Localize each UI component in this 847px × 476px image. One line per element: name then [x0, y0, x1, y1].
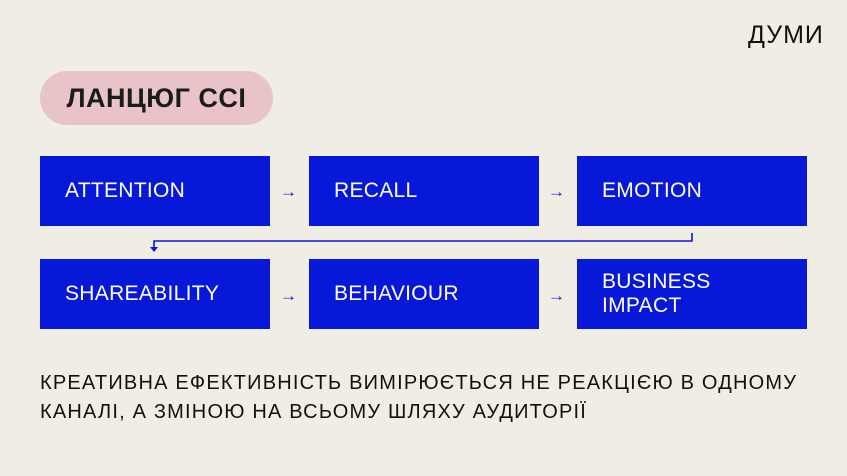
- chain-step-shareability: SHAREABILITY: [40, 259, 270, 329]
- chain-step-emotion: EMOTION: [577, 156, 807, 226]
- page-title: ЛАНЦЮГ ССІ: [66, 82, 247, 113]
- chain-step-label: EMOTION: [602, 178, 703, 202]
- arrow-right-icon: →: [548, 182, 565, 201]
- chain-step-recall: RECALL: [309, 156, 539, 226]
- arrow-right-icon: →: [280, 182, 297, 201]
- chain-step-attention: ATTENTION: [40, 156, 270, 226]
- connector-arrowhead-icon: [150, 247, 158, 252]
- chain-step-label: BUSINESS IMPACT: [602, 269, 711, 317]
- chain-step-label: BEHAVIOUR: [334, 281, 459, 305]
- chain-step-business-impact: BUSINESS IMPACT: [577, 259, 807, 329]
- connector-line: [153, 233, 693, 248]
- chain-step-label: RECALL: [334, 178, 418, 202]
- chain-step-label: ATTENTION: [65, 178, 186, 202]
- arrow-right-icon: →: [280, 286, 297, 305]
- arrow-right-icon: →: [548, 286, 565, 305]
- chain-step-label: SHAREABILITY: [65, 281, 220, 305]
- chain-step-behaviour: BEHAVIOUR: [309, 259, 539, 329]
- title-pill: ЛАНЦЮГ ССІ: [40, 71, 273, 125]
- brand-logo: ДУМИ: [748, 21, 824, 49]
- caption-text: КРЕАТИВНА ЕФЕКТИВНІСТЬ ВИМІРЮЄТЬСЯ НЕ РЕ…: [40, 372, 798, 423]
